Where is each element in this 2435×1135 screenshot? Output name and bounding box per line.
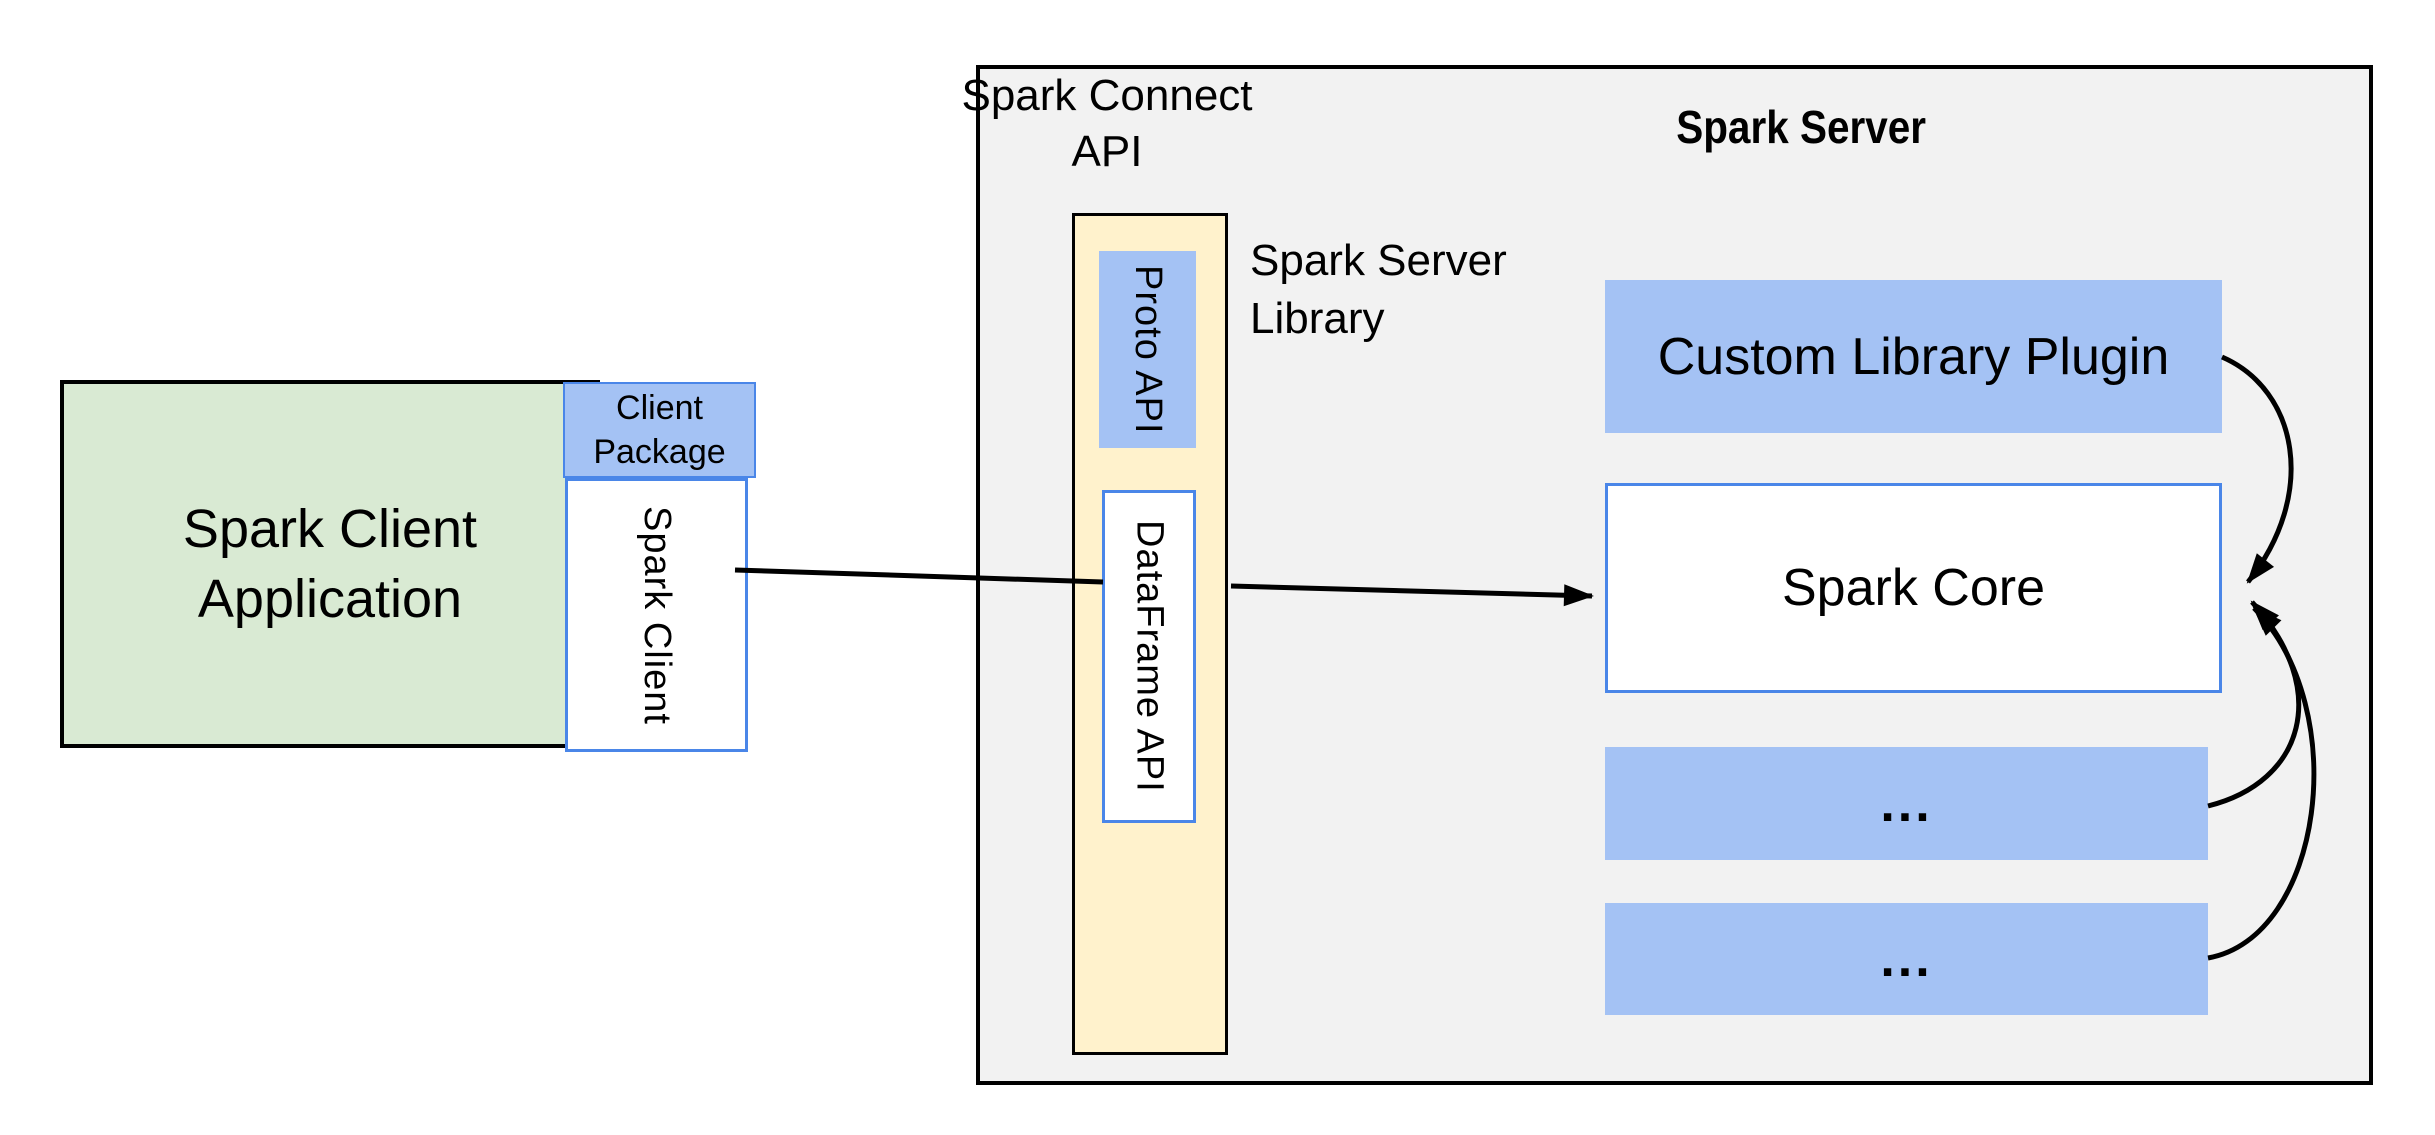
spark-client-application-label: Spark Client Application: [182, 499, 478, 629]
client-package-box: Client Package: [563, 382, 756, 478]
proto-api-label: Proto API: [1127, 264, 1169, 435]
spark-client-box: Spark Client: [565, 478, 748, 752]
ellipsis-box-1: ...: [1605, 747, 2208, 860]
spark-server-title: Spark Server: [1676, 101, 1927, 153]
ellipsis-label-2: ...: [1880, 930, 1933, 988]
custom-library-plugin-label: Custom Library Plugin: [1657, 327, 2170, 386]
dataframe-api-label: DataFrame API: [1128, 520, 1171, 793]
spark-client-label: Spark Client: [636, 505, 678, 725]
custom-library-plugin-box: Custom Library Plugin: [1605, 280, 2222, 433]
spark-server-library-label: Spark Server Library: [1250, 236, 1507, 343]
spark-connect-api-label: Spark Connect API: [961, 71, 1253, 176]
ellipsis-label-1: ...: [1880, 774, 1933, 833]
spark-core-box: Spark Core: [1605, 483, 2222, 693]
spark-client-application-box: Spark Client Application: [60, 380, 600, 748]
dataframe-api-box: DataFrame API: [1102, 490, 1196, 823]
proto-api-box: Proto API: [1099, 251, 1196, 448]
ellipsis-box-2: ...: [1605, 903, 2208, 1015]
spark-core-label: Spark Core: [1782, 559, 2045, 617]
client-package-label: Client Package: [593, 389, 726, 471]
